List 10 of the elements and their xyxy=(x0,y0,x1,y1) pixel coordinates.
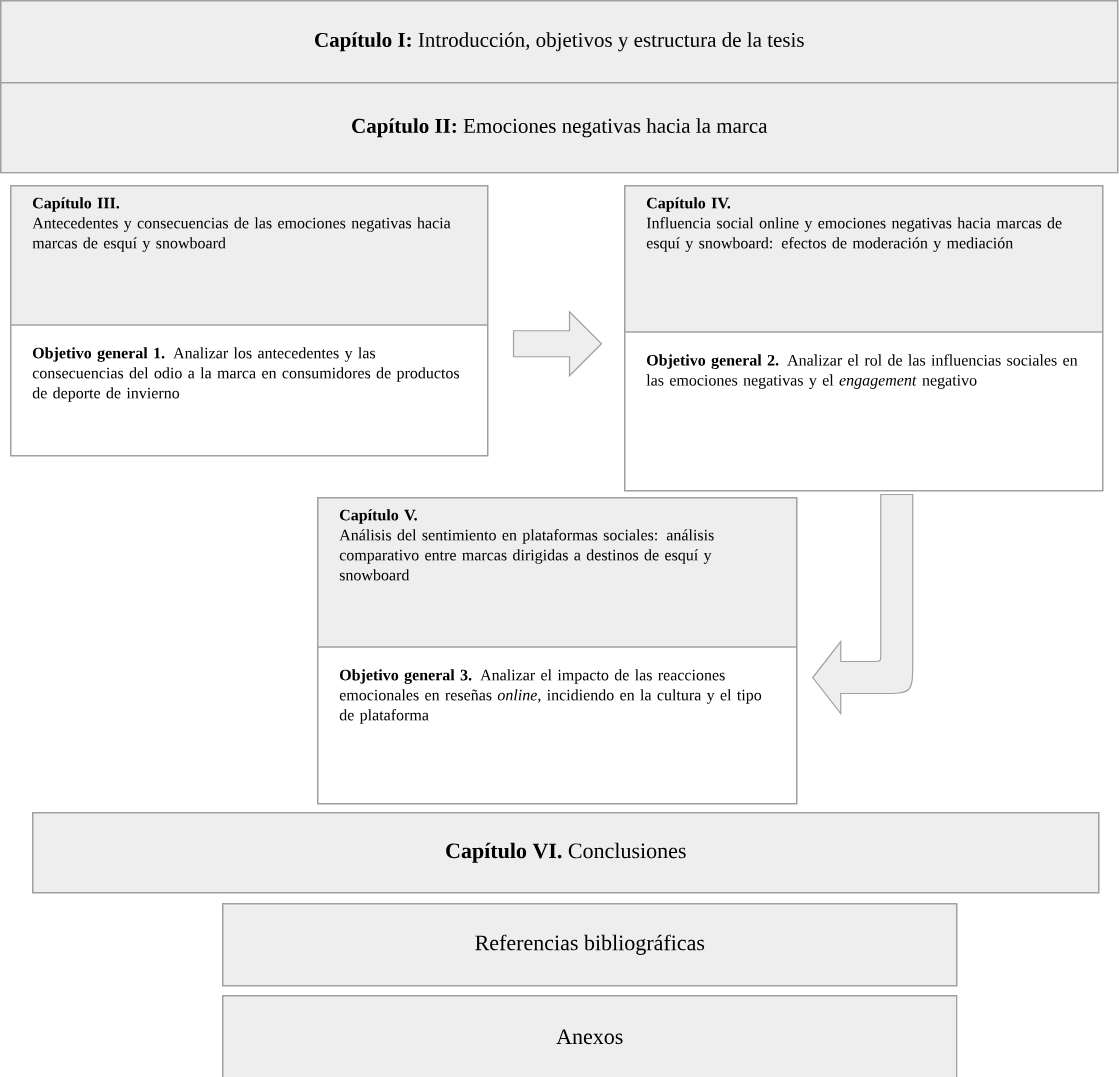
block-arrow xyxy=(512,310,603,378)
chapter-box: Anexos xyxy=(222,995,958,1077)
chapter-box: Capítulo I: Introducción, objetivos y estructura de la tesis xyxy=(0,0,1119,84)
chapter-box: Capítulo IV. Influencia social online y emociones negativas hacia marcas de esquí y snowboard: efectos de moderación y mediación Objetivo general 2. Analizar el rol de las influencias sociales en las emociones negativas y el engagement negativo xyxy=(623,185,1104,492)
chapter-box: Referencias bibliográficas xyxy=(222,903,958,987)
chapter-box: Capítulo VI. Conclusiones xyxy=(32,812,1100,894)
chapter-box: Capítulo V. Análisis del sentimiento en plataformas sociales: análisis comparativo entre marcas dirigidas a destinos de esquí y snowboard Objetivo general 3. Analizar el impacto de las reacciones emocionales en reseñas online, incidiendo en la cultura y el tipo de plataforma xyxy=(316,497,798,805)
bent-block-arrow xyxy=(812,493,914,715)
chapter-box: Capítulo II: Emociones negativas hacia la marca xyxy=(0,82,1119,174)
chapter-box: Capítulo III. Antecedentes y consecuencias de las emociones negativas hacia marcas de esquí y snowboard Objetivo general 1. Analizar los antecedentes y las consecuencias del odio a la marca en consumidores de productos de deporte de invierno xyxy=(9,185,489,457)
